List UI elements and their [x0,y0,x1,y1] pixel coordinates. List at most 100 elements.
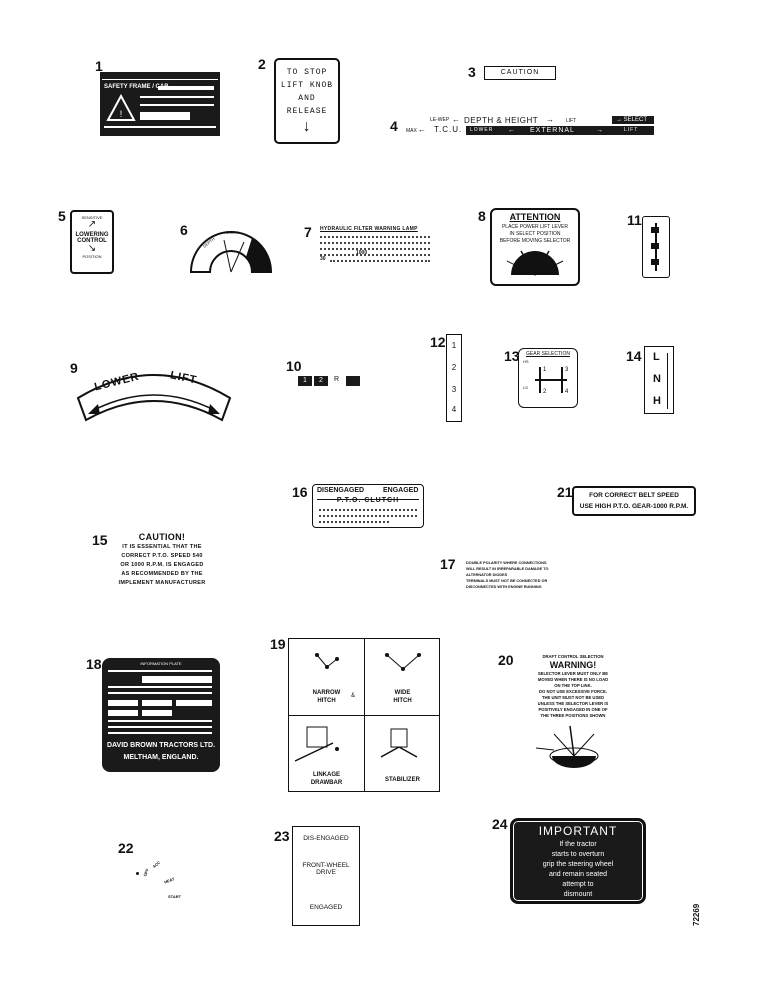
narrow-label: NARROW [312,690,341,696]
range-2: 2 [451,363,457,372]
caution-pto-line-4: AS RECOMMENDED BY THE [121,571,203,577]
lever-marker [651,227,659,233]
front-wheel-drive-plate: DIS-ENGAGED FRONT-WHEEL DRIVE ENGAGED [292,826,360,926]
tcu-left-bottom: MAX [406,128,417,134]
gear-4: 4 [565,389,569,395]
stabilizer-label: STABILIZER [385,777,420,783]
range-neutral: N [653,373,661,385]
item-number-4: 4 [390,118,398,134]
field-line [140,104,214,106]
text-line [319,509,417,511]
item-number-10: 10 [286,358,302,374]
tcu-left-top: LE-WEP [430,117,450,123]
position-gauge [189,231,273,273]
item-number-19: 19 [270,636,286,652]
important-line-6: dismount [563,891,593,898]
lower-lift-arc-plate [76,374,232,422]
text-line [330,260,430,262]
lowering-control-plate: SENSITIVE ↗ LOWERING CONTROL ↘ POSITION [70,210,114,274]
item-number-24: 24 [492,816,508,832]
text-line [320,254,430,256]
ignition-off-label: OFF [142,867,150,878]
draft-line-1: SELECTOR LEVER MUST ONLY BE [537,671,609,676]
gear-indicator-strip: 1 2 R [298,376,362,388]
item-number-21: 21 [557,484,573,500]
belt-speed-line-1: FOR CORRECT BELT SPEED [589,492,679,499]
item-number-2: 2 [258,56,266,72]
linkage-drawbar-label: LINKAGE DRAWBAR [289,771,364,787]
item-number-12: 12 [430,334,446,350]
pto-clutch-label: P.T.O. CLUTCH [336,497,400,504]
field-box [108,710,138,716]
item-number-17: 17 [440,556,456,572]
range-high: H [653,395,661,407]
low-speed-label: LS [523,385,528,390]
belt-speed-line-2: USE HIGH P.T.O. GEAR-1000 R.P.M. [579,503,689,510]
range-low: L [653,351,660,363]
safety-frame-title: SAFETY FRAME / CAB [104,84,169,90]
text-line [320,236,430,238]
info-plate-address: MELTHAM, ENGLAND. [123,754,199,761]
important-overturn-plate: IMPORTANT If the tractor starts to overt… [510,818,646,904]
important-title: IMPORTANT [538,824,618,838]
item-number-20: 20 [498,652,514,668]
wide-hitch-icon [385,653,421,671]
arrow-up-icon: ↗ [87,219,97,230]
lnh-plate: L N H [644,346,674,414]
linkage-drawbar-icon [294,726,339,762]
alternator-line-4: TERMINALS MUST NOT BE CONNECTED OR [466,579,548,583]
draft-control-warning-plate: DRAFT CONTROL SELECTION WARNING! SELECTO… [516,654,630,719]
lift-bottom-label: LIFT [624,127,639,133]
field-box [108,700,138,706]
text-line [320,242,430,244]
pto-arrow-line [317,499,419,500]
plate-header-line [102,74,218,80]
range-1: 1 [451,341,457,350]
item-number-16: 16 [292,484,308,500]
pto-clutch-plate: DISENGAGED ENGAGED P.T.O. CLUTCH [312,484,424,528]
item-number-5: 5 [58,208,66,224]
ignition-heat-label: HEAT [163,876,176,885]
item-number-13: 13 [504,348,520,364]
lowering-bottom-label: POSITION [82,254,102,259]
caution-pto-plate: CAUTION! IT IS ESSENTIAL THAT THE CORREC… [108,532,216,588]
draft-line-2: MOVED WHEN THERE IS NO LOAD [537,677,609,682]
down-arrow-icon: ↓ [301,118,313,136]
attention-line-1: PLACE POWER LIFT LEVER [501,224,569,230]
hydraulic-filter-plate: HYDRAULIC FILTER WARNING LAMP 1000 30 [320,226,440,268]
caution-pto-line-5: IMPLEMENT MANUFACTURER [118,580,206,586]
lowering-top-label: SENSITIVE [81,215,103,220]
field-line [108,720,212,722]
item-number-15: 15 [92,532,108,548]
field-line [108,670,212,672]
high-speed-label: HS [523,359,529,364]
pto-engaged-label: ENGAGED [383,487,419,494]
range-3: 3 [451,385,457,394]
draft-line-3: ON THE TOP LINK. [554,683,592,688]
caution-label: CAUTION [500,69,540,76]
item-number-18: 18 [86,656,102,672]
select-label: SELECT [623,117,648,123]
ignition-dot [136,872,139,875]
stop-line-4: RELEASE [286,107,328,116]
important-line-3: grip the steering wheel [542,861,614,868]
lift-top-label: LIFT [566,118,577,124]
important-line-5: attempt to [562,881,594,888]
range-4: 4 [451,405,457,414]
pto-disengaged-label: DISENGAGED [317,487,365,494]
draft-title: WARNING! [549,660,597,670]
fwd-drive-label: DRIVE [316,869,336,876]
lever-positions-plate [642,216,670,278]
field-box [142,676,212,683]
select-box: → SELECT [612,116,654,124]
tcu-strip: LE-WEP MAX ← T.C.U. ← DEPTH & HEIGHT → L… [406,115,654,138]
stop-line-2: LIFT KNOB [280,81,334,90]
gate-line [539,367,541,393]
hitch-label-1: HITCH [317,698,336,704]
range-slot [667,353,668,409]
wide-label: WIDE [394,690,411,696]
draft-line-8: THE THREE POSITIONS SHOWN [540,713,606,718]
field-line [140,96,214,98]
ignition-positions-plate: OFF ACC HEAT START [134,852,194,902]
item-number-14: 14 [626,348,642,364]
